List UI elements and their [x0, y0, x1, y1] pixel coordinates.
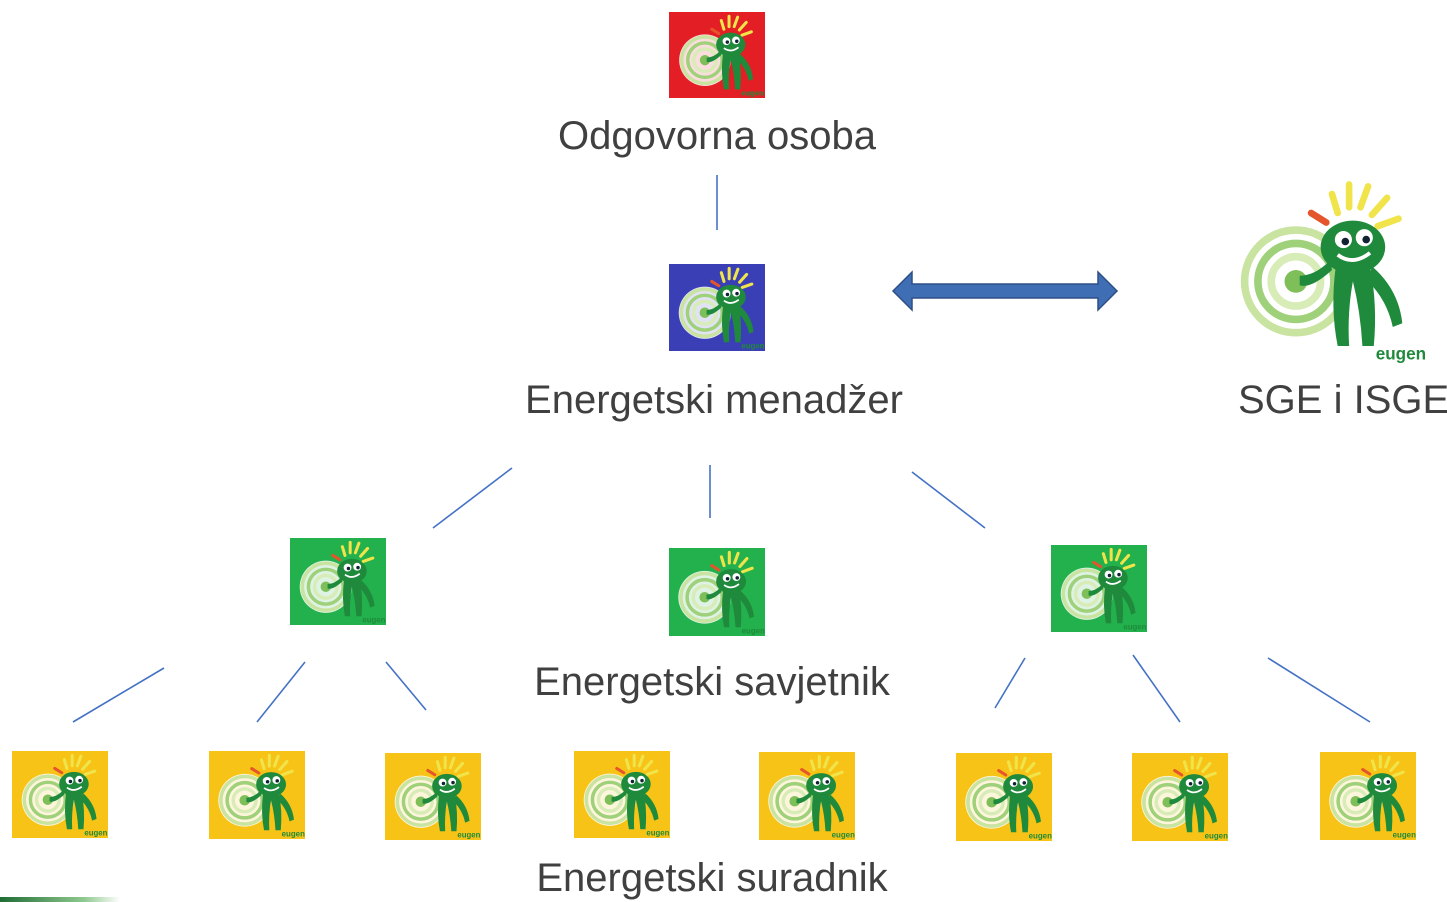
connector-lines: [72, 175, 1371, 723]
slide-bottom-accent: [0, 897, 120, 902]
connector-advisor-right-to-associate-8: [1267, 657, 1371, 723]
advisor-tile-right: [1051, 545, 1147, 632]
connector-advisor-left-to-associate-3: [385, 661, 427, 711]
top-person-tile: [669, 12, 765, 98]
associate-tile-1: [12, 751, 108, 838]
sge-mascot-icon: [1239, 185, 1426, 364]
associate-tile-7: [1132, 753, 1228, 841]
label-sge-isge: SGE i ISGE: [1238, 378, 1447, 422]
associate-tile-4: [574, 751, 670, 838]
connector-advisor-right-to-associate-6: [994, 657, 1026, 709]
advisor-tile-center: [669, 548, 765, 636]
connector-advisor-right-to-associate-7: [1132, 654, 1181, 723]
connector-manager-to-advisor-left: [432, 467, 513, 529]
label-responsible-person: Odgovorna osoba: [557, 114, 876, 158]
label-energy-advisor: Energetski savjetnik: [534, 660, 890, 704]
double-arrow-icon: [891, 270, 1119, 312]
connector-advisor-left-to-associate-1: [72, 667, 165, 723]
associate-tile-3: [385, 753, 481, 840]
associate-tile-8: [1320, 752, 1416, 840]
advisor-tile-left: [290, 538, 386, 625]
connector-advisor-left-to-associate-2: [256, 661, 306, 723]
label-energy-manager: Energetski menadžer: [525, 378, 903, 422]
label-energy-associate: Energetski suradnik: [536, 856, 888, 900]
associate-tile-6: [956, 753, 1052, 841]
associate-tile-5: [759, 752, 855, 840]
connector-manager-to-advisor-right: [911, 471, 986, 529]
associate-tile-2: [209, 751, 305, 839]
manager-tile: [669, 264, 765, 351]
